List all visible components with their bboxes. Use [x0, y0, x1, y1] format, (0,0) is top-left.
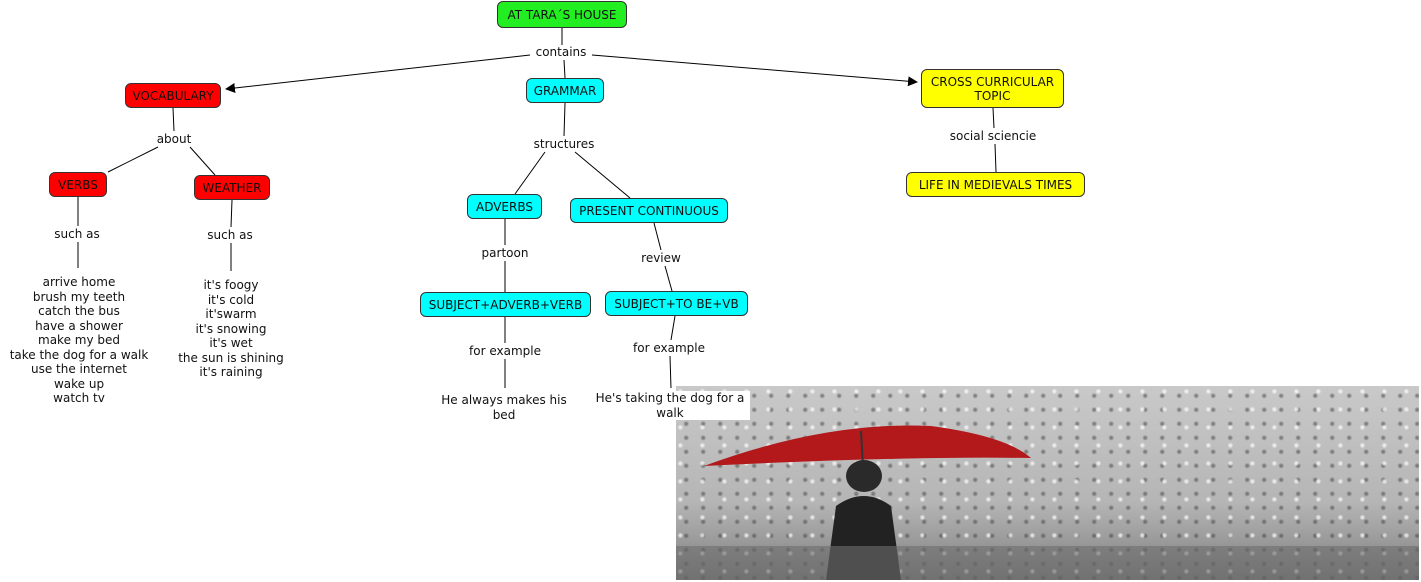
link-such-as-verbs: such as	[52, 227, 102, 241]
link-about: about	[154, 132, 194, 146]
rainy-umbrella-photo	[676, 386, 1419, 580]
list-item: catch the bus	[38, 304, 120, 318]
node-cross-curricular-topic[interactable]: CROSS CURRICULAR TOPIC	[921, 69, 1064, 108]
list-item: wake up	[53, 376, 105, 391]
link-partoon: partoon	[479, 246, 531, 260]
link-for-example-1: for example	[467, 344, 543, 358]
example-adverb: He always makes his bed	[441, 393, 567, 422]
example-continuous: He's taking the dog for a walk	[590, 391, 750, 420]
node-present-continuous[interactable]: PRESENT CONTINUOUS	[570, 198, 728, 223]
list-item: it's snowing	[195, 321, 267, 336]
list-item: have a shower	[35, 318, 123, 333]
link-for-example-2: for example	[631, 341, 707, 355]
node-grammar[interactable]: GRAMMAR	[526, 78, 604, 103]
link-structures: structures	[531, 137, 597, 151]
node-subject-adverb-verb[interactable]: SUBJECT+ADVERB+VERB	[420, 292, 591, 317]
node-weather[interactable]: WEATHER	[194, 175, 270, 200]
list-item: it's wet	[209, 336, 253, 350]
list-item: take the dog for a walk	[9, 347, 149, 362]
link-social-science: social sciencie	[947, 129, 1039, 143]
list-item: it's foogy	[203, 278, 259, 292]
node-subject-to-be-vb[interactable]: SUBJECT+TO BE+VB	[605, 291, 748, 316]
list-item: arrive home	[42, 275, 116, 289]
node-vocabulary[interactable]: VOCABULARY	[125, 83, 221, 108]
node-life-in-medieval-times[interactable]: LIFE IN MEDIEVALS TIMES	[906, 172, 1085, 197]
link-review: review	[639, 251, 683, 265]
list-item: it's raining	[199, 365, 263, 379]
list-item: watch tv	[53, 391, 105, 405]
list-item: brush my teeth	[32, 289, 126, 304]
node-adverbs[interactable]: ADVERBS	[467, 194, 542, 219]
list-item: it's cold	[207, 292, 255, 307]
list-item: the sun is shining	[178, 350, 284, 365]
list-item: use the internet	[30, 362, 128, 376]
umbrella-person-image	[676, 425, 1419, 580]
node-at-taras-house[interactable]: AT TARA´S HOUSE	[497, 1, 627, 28]
weather-list: it's foogy it's cold it'swarm it's snowi…	[178, 278, 284, 380]
link-contains: contains	[533, 45, 589, 59]
list-item: it'swarm	[205, 307, 257, 321]
node-verbs[interactable]: VERBS	[49, 172, 107, 197]
verbs-list: arrive home brush my teeth catch the bus…	[10, 275, 149, 406]
list-item: make my bed	[38, 333, 120, 347]
link-such-as-weather: such as	[205, 228, 255, 242]
